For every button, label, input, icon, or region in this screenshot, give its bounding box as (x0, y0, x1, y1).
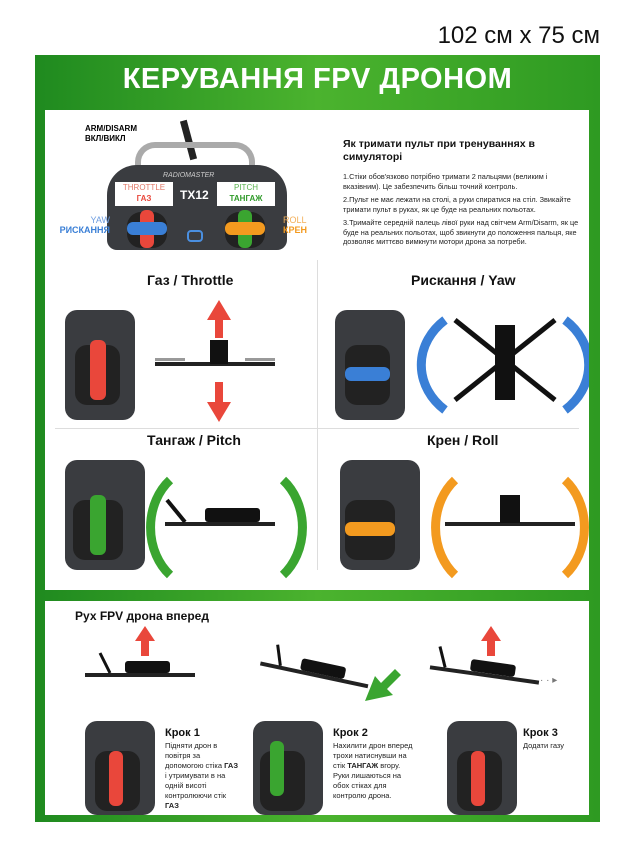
step-2: Крок 2 Нахилити дрон вперед трохи натисн… (333, 727, 413, 801)
arrow-up-icon (481, 626, 501, 656)
pitch-arrow-icon (146, 476, 174, 579)
poster-title: КЕРУВАННЯ FPV ДРОНОМ (122, 63, 513, 95)
drone-step-3 (429, 646, 540, 685)
power-button-icon (187, 230, 203, 242)
roll-arrow-icon (431, 476, 459, 579)
drone-step-2 (259, 644, 369, 689)
controller-step-3 (447, 721, 517, 815)
divider (317, 260, 318, 570)
roll-text-ua: КРЕН (283, 225, 307, 235)
throttle-label-box: THROTTLE ГАЗ (115, 182, 173, 206)
throttle-controller (65, 310, 135, 420)
step-title: Крок 3 (523, 727, 558, 739)
roll-stick (225, 222, 265, 235)
step-text: Підняти дрон в повітря за допомогою стік… (165, 741, 240, 811)
model-label: TX12 (180, 188, 209, 202)
step-title: Крок 1 (165, 727, 200, 739)
step-text-part: і утримувати в на одній висоті контролюю… (165, 771, 227, 800)
forward-illustrations: · · ▸ (85, 626, 557, 815)
roll-drone (445, 495, 575, 526)
brand-label: RADIOMASTER (163, 172, 215, 179)
step-text-part: Нахилити дрон вперед трохи натиснувши на… (333, 741, 413, 770)
step-text-bold: ТАНГАЖ (347, 761, 379, 770)
pitch-controller (65, 460, 145, 570)
instruction-item: 1.Стіки обов'язково потрібно тримати 2 п… (343, 172, 548, 191)
step-text: Додати газу (523, 741, 565, 750)
roll-arrow-icon (561, 476, 589, 579)
roll-controller (340, 460, 420, 570)
section-title-yaw: Рискання / Yaw (411, 272, 516, 288)
step-1: Крок 1 Підняти дрон в повітря за допомог… (165, 727, 240, 811)
divider (55, 428, 579, 429)
step-3: Крок 3 Додати газу (523, 727, 583, 751)
yaw-stick (127, 222, 167, 235)
controller-illustration: RADIOMASTER TX12 THROTTLE ГАЗ PITCH ТАНГ… (95, 119, 295, 250)
instructions: Як тримати пульт при тренуваннях в симул… (343, 138, 583, 247)
step-text-part: Підняти дрон в повітря за допомогою стік… (165, 741, 223, 770)
section-title-throttle: Газ / Throttle (147, 272, 234, 288)
drone-step-1 (85, 652, 195, 677)
yaw-label: YAW РИСКАННЯ (55, 215, 110, 235)
poster-frame: КЕРУВАННЯ FPV ДРОНОМ RADIOMASTER TX12 TH… (35, 55, 600, 822)
arrow-down-icon (207, 382, 231, 422)
throttle-label: THROTTLE (122, 183, 166, 192)
controller-step-1 (85, 721, 155, 815)
poster-size: 102 см x 75 см (437, 22, 600, 49)
instruction-item: 3.Тримайте середній палець лівої руки на… (343, 218, 579, 246)
pitch-label-ua: ТАНГАЖ (229, 194, 263, 203)
maneuver-illustrations (65, 300, 589, 579)
yaw-controller (335, 310, 405, 420)
forward-title: Рух FPV дрона вперед (75, 609, 209, 623)
yaw-text: YAW (90, 215, 111, 225)
step-title: Крок 2 (333, 727, 368, 739)
instruction-item: 2.Пульт не має лежати на столі, а руки с… (343, 195, 571, 214)
arm-label: ARM/DISARM ВКЛ/ВИКЛ (85, 124, 137, 144)
pitch-drone (165, 498, 275, 526)
throttle-drone (155, 340, 275, 366)
step-text-part: вгору. Руки лишаються на обох стіках для… (333, 761, 402, 800)
throttle-label-ua: ГАЗ (136, 194, 152, 203)
rotate-arrow-icon (416, 316, 448, 414)
section-title-pitch: Тангаж / Pitch (147, 432, 241, 448)
yaw-text-ua: РИСКАННЯ (59, 225, 110, 235)
step-text-bold: ГАЗ (165, 801, 179, 810)
step-text: Нахилити дрон вперед трохи натиснувши на… (333, 741, 413, 801)
pitch-label-box: PITCH ТАНГАЖ (217, 182, 275, 206)
arrow-up-icon (207, 300, 231, 338)
forward-panel: Рух FPV дрона вперед · · ▸ Крок 1 Піднят… (45, 601, 589, 815)
pitch-arrow-icon (279, 476, 307, 579)
roll-text: ROLL (283, 215, 307, 225)
arrow-up-icon (135, 626, 155, 656)
arrow-down-right-icon (365, 669, 401, 701)
yaw-drone (453, 318, 557, 402)
roll-label: ROLL КРЕН (283, 215, 307, 235)
arm-disarm-text: ARM/DISARM (85, 124, 137, 133)
instructions-title: Як тримати пульт при тренуваннях в симул… (343, 138, 535, 163)
main-panel: RADIOMASTER TX12 THROTTLE ГАЗ PITCH ТАНГ… (45, 110, 589, 590)
rotate-arrow-icon (562, 316, 589, 414)
pitch-label: PITCH (234, 183, 258, 192)
step-text-bold: ГАЗ (224, 761, 239, 770)
motion-dots: · · ▸ (540, 675, 557, 686)
arm-disarm-text-ua: ВКЛ/ВИКЛ (85, 134, 126, 143)
section-title-roll: Крен / Roll (427, 432, 499, 448)
controller-step-2 (253, 721, 323, 815)
